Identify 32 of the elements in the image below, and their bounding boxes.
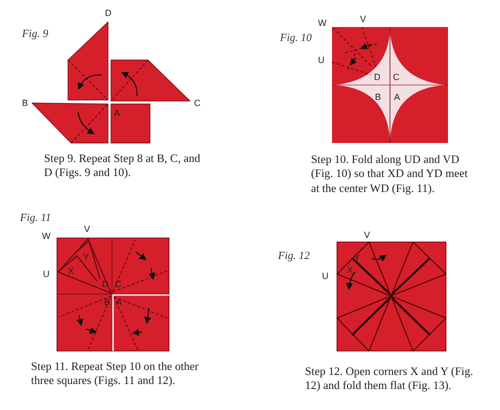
point-letter: D	[374, 72, 380, 83]
point-letter: W	[318, 18, 326, 29]
point-letter: B	[22, 98, 28, 109]
point-letter: V	[84, 224, 90, 235]
step-caption: Step 10. Fold along UD and VD (Fig. 10) so that XD and YD meet at the center WD (Fig. 11).	[311, 153, 469, 196]
point-letter: C	[194, 98, 200, 109]
point-letter: X	[68, 266, 74, 277]
point-letter: X	[347, 265, 354, 276]
point-letter: V	[360, 14, 366, 25]
point-letter: Y	[354, 253, 360, 264]
point-letter: U	[322, 271, 328, 282]
figure-label: Fig. 10	[280, 32, 312, 46]
point-letter: U	[43, 269, 50, 280]
figure-label: Fig. 9	[22, 28, 48, 42]
point-letter: Y	[83, 252, 90, 263]
point-letter: A	[114, 108, 120, 119]
point-letter: D	[102, 279, 108, 290]
point-letter: U	[318, 55, 324, 66]
point-letter: B	[104, 297, 110, 308]
point-letter: A	[116, 297, 122, 308]
point-letter: V	[364, 230, 370, 241]
step-caption: Step 9. Repeat Step 8 at B, C, and D (Figs. 9 and 10).	[44, 152, 202, 181]
step-caption: Step 11. Repeat Step 10 on the other three squares (Figs. 11 and 12).	[31, 360, 200, 389]
step-caption: Step 12. Open corners X and Y (Fig. 12) and fold them flat (Fig. 13).	[305, 365, 474, 394]
point-letter: C	[393, 72, 400, 83]
figure-label: Fig. 12	[278, 250, 310, 264]
figure-label: Fig. 11	[20, 212, 51, 226]
point-letter: A	[394, 92, 400, 103]
point-letter: D	[105, 8, 112, 19]
point-letter: W	[42, 231, 50, 242]
point-letter: C	[115, 279, 122, 290]
point-letter: B	[375, 92, 382, 103]
